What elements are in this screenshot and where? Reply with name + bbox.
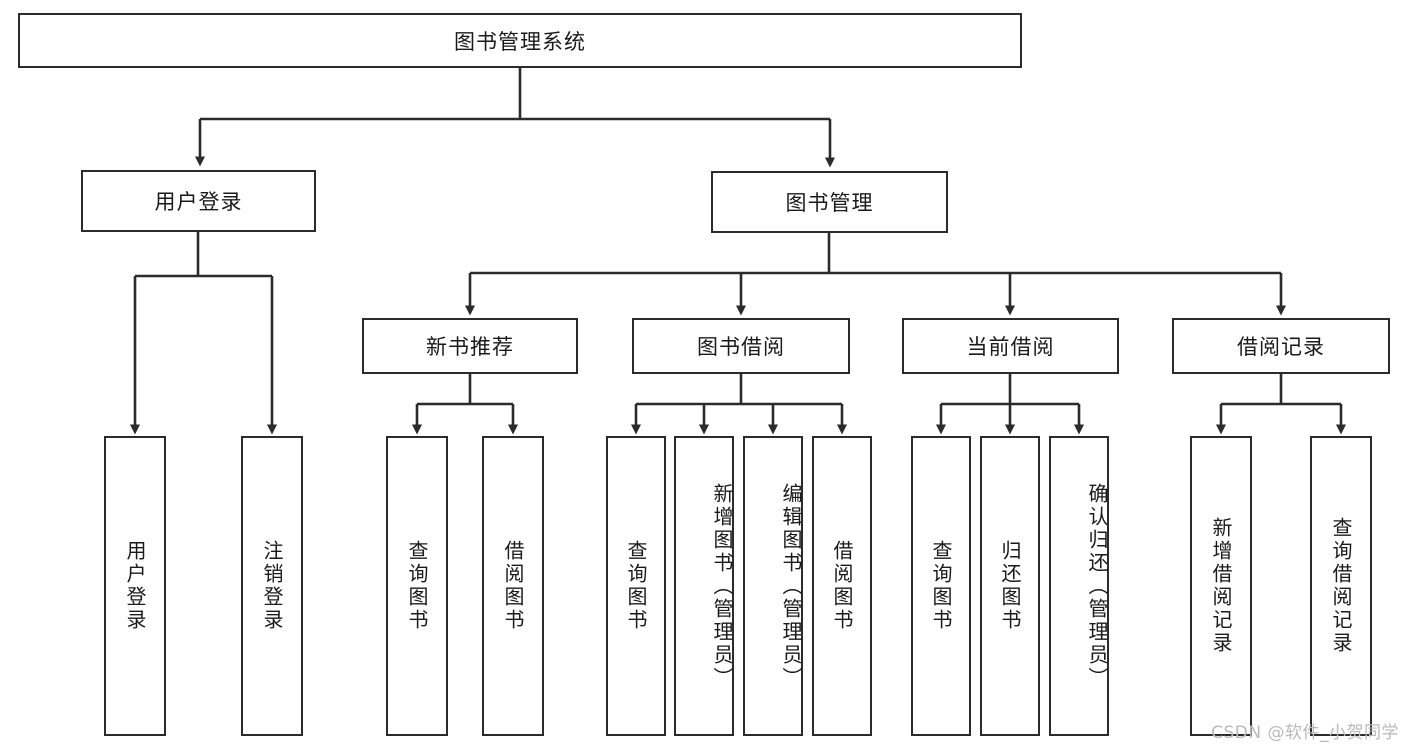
leaf-user-login[interactable]: 用户登录 bbox=[104, 436, 166, 736]
leaf-add-book-admin[interactable]: 新增图书（管理员） bbox=[674, 436, 734, 736]
node-new-book-recommend[interactable]: 新书推荐 bbox=[362, 318, 578, 374]
node-label: 图书借阅 bbox=[697, 335, 785, 359]
node-label: 当前借阅 bbox=[966, 335, 1055, 359]
leaf-edit-book-admin[interactable]: 编辑图书（管理员） bbox=[743, 436, 803, 736]
node-book-management[interactable]: 图书管理 bbox=[711, 171, 948, 233]
leaf-query-borrow-record[interactable]: 查询借阅记录 bbox=[1310, 436, 1372, 736]
leaf-query-book-current[interactable]: 查询图书 bbox=[911, 436, 971, 736]
leaf-query-book-borrow[interactable]: 查询图书 bbox=[606, 436, 666, 736]
node-label: 新增图书（管理员） bbox=[710, 482, 734, 690]
leaf-borrow-book[interactable]: 借阅图书 bbox=[812, 436, 872, 736]
node-label: 确认归还（管理员） bbox=[1085, 482, 1109, 690]
leaf-query-book-recommend[interactable]: 查询图书 bbox=[386, 436, 448, 736]
leaf-borrow-book-recommend[interactable]: 借阅图书 bbox=[482, 436, 544, 736]
node-label: 编辑图书（管理员） bbox=[779, 482, 803, 690]
node-label: 查询图书 bbox=[624, 540, 648, 632]
leaf-return-book[interactable]: 归还图书 bbox=[980, 436, 1040, 736]
node-user-login[interactable]: 用户登录 bbox=[81, 170, 316, 232]
node-root[interactable]: 图书管理系统 bbox=[18, 13, 1022, 68]
node-book-borrow[interactable]: 图书借阅 bbox=[632, 318, 850, 374]
node-label: 归还图书 bbox=[998, 540, 1022, 632]
node-label: 借阅图书 bbox=[830, 540, 854, 632]
node-label: 图书管理系统 bbox=[454, 29, 586, 54]
node-label: 查询图书 bbox=[405, 540, 429, 632]
node-current-borrow[interactable]: 当前借阅 bbox=[902, 318, 1119, 374]
node-borrow-records[interactable]: 借阅记录 bbox=[1172, 318, 1390, 374]
node-label: 图书管理 bbox=[785, 191, 874, 215]
node-label: 用户登录 bbox=[154, 190, 243, 214]
node-label: 新增借阅记录 bbox=[1209, 517, 1233, 655]
node-label: 查询借阅记录 bbox=[1329, 517, 1353, 655]
watermark: CSDN @软件_小贺同学 bbox=[1211, 723, 1399, 743]
node-label: 借阅记录 bbox=[1237, 335, 1325, 359]
node-label: 查询图书 bbox=[929, 540, 953, 632]
node-label: 注销登录 bbox=[260, 540, 284, 632]
leaf-logout[interactable]: 注销登录 bbox=[241, 436, 303, 736]
leaf-add-borrow-record[interactable]: 新增借阅记录 bbox=[1190, 436, 1252, 736]
node-label: 借阅图书 bbox=[501, 540, 525, 632]
leaf-confirm-return-admin[interactable]: 确认归还（管理员） bbox=[1049, 436, 1109, 736]
node-label: 用户登录 bbox=[123, 540, 147, 632]
node-label: 新书推荐 bbox=[426, 335, 514, 359]
